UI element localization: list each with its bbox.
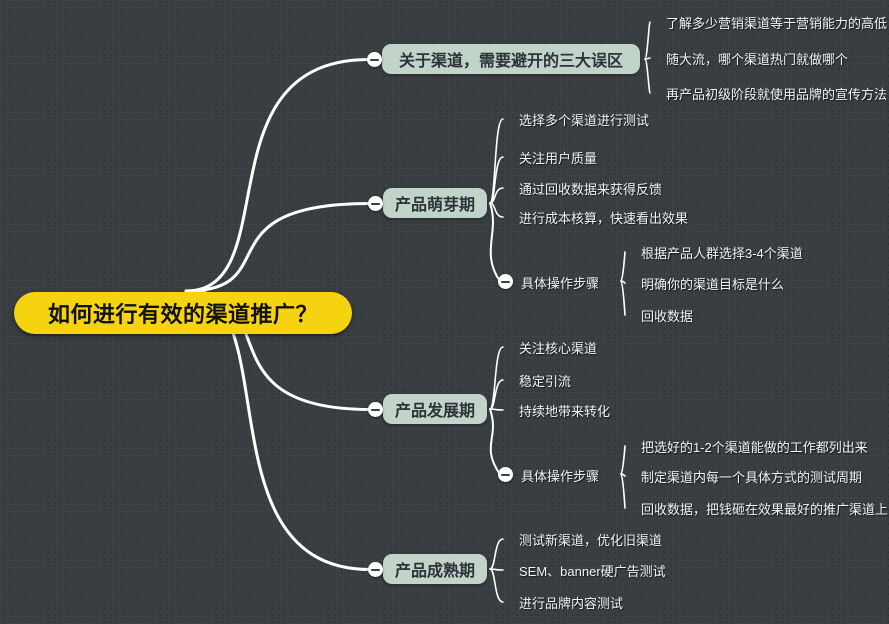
leaf-item: 持续地带来转化 [519,404,611,419]
subgroup-curve [489,408,501,476]
leaf-curve [644,57,651,60]
branch-mature-label: 产品成熟期 [395,563,476,580]
branch-misconceptions[interactable]: 关于渠道，需要避开的三大误区 [382,44,640,74]
branch-mature-toggle[interactable] [368,562,383,577]
branch-seedling-toggle[interactable] [368,196,383,211]
leaf-item: 测试新渠道，优化旧渠道 [519,533,663,548]
subgroup-toggle[interactable] [498,467,513,482]
subleaf-item: 把选好的1-2个渠道能做的工作都列出来 [641,440,868,455]
leaf-curve [489,408,504,411]
branch-curve [184,58,371,293]
leaf-curve [644,58,651,94]
branch-curve [184,202,372,293]
subgroup-curve [489,202,501,283]
branch-seedling-label: 产品萌芽期 [395,197,476,214]
leaf-curve [644,21,651,60]
leaf-item: 随大流，哪个渠道热门就做哪个 [666,52,849,67]
subgroup-toggle[interactable] [498,274,513,289]
subleaf-curve [620,280,626,316]
leaf-item: 通过回收数据来获得反馈 [519,182,663,197]
leaf-curve [489,187,504,204]
leaf-item: 再产品初级阶段就使用品牌的宣传方法 [666,87,888,102]
root-node-label: 如何进行有效的渠道推广？ [47,302,318,327]
leaf-curve [489,346,504,410]
leaf-item: 了解多少营销渠道等于营销能力的高低 [666,16,888,31]
leaf-curve [489,118,504,204]
subleaf-item: 制定渠道内每一个具体方式的测试周期 [641,470,863,485]
branch-growth[interactable]: 产品发展期 [383,394,487,424]
subleaf-item: 回收数据 [641,309,694,324]
leaf-item: 关注用户质量 [519,151,598,166]
subleaf-curve [620,445,626,475]
branch-seedling[interactable]: 产品萌芽期 [383,188,487,218]
leaf-item: 稳定引流 [519,374,572,389]
leaf-curve [489,568,504,603]
subleaf-item: 明确你的渠道目标是什么 [641,277,785,292]
leaf-curve [489,568,504,571]
subgroup-label: 具体操作步骤 [521,276,600,291]
root-node[interactable]: 如何进行有效的渠道推广？ [14,292,352,334]
leaf-item: 进行品牌内容测试 [519,596,624,611]
leaf-curve [489,379,504,410]
subleaf-curve [620,280,626,284]
branch-misconceptions-toggle[interactable] [367,52,382,67]
leaf-item: 进行成本核算，快速看出效果 [519,211,689,226]
subleaf-curve [620,473,626,509]
branch-growth-toggle[interactable] [368,402,383,417]
leaf-curve [489,156,504,204]
subleaf-curve [620,473,626,477]
leaf-curve [489,202,504,218]
branch-mature[interactable]: 产品成熟期 [383,554,487,584]
branch-growth-label: 产品发展期 [395,403,476,420]
leaf-item: SEM、banner硬广告测试 [519,564,666,579]
leaf-curve [489,538,504,570]
branch-misconceptions-label: 关于渠道，需要避开的三大误区 [398,53,623,70]
leaf-item: 选择多个渠道进行测试 [519,113,650,128]
subleaf-item: 回收数据，把钱砸在效果最好的推广渠道上 [641,502,889,517]
subleaf-item: 根据产品人群选择3-4个渠道 [641,246,803,261]
leaf-item: 关注核心渠道 [519,341,598,356]
subleaf-curve [620,251,626,282]
subgroup-label: 具体操作步骤 [521,469,600,484]
